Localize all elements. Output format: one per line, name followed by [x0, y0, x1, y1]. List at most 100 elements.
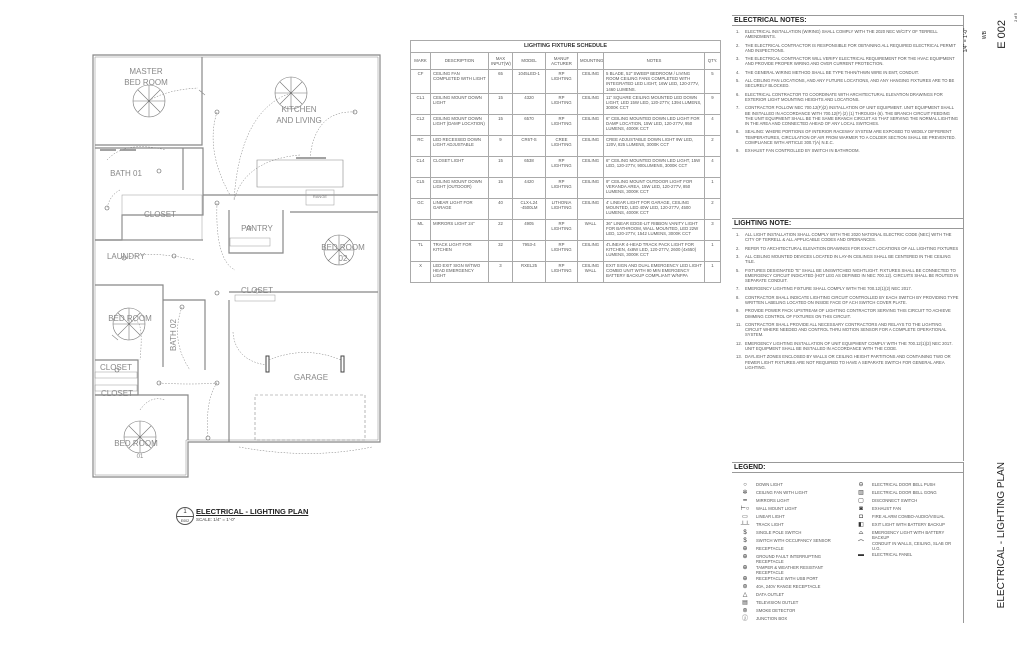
note-text: THE ELECTRICAL CONTRACTOR WILL VERIFY EL…	[745, 56, 955, 67]
schedule-cell-qty: 5	[704, 69, 721, 94]
schedule-cell-max: 15	[488, 113, 513, 136]
legend-item: ▥ELECTRICAL DOOR BELL GONG	[850, 490, 960, 499]
legend-item: ▭LINEAR LIGHT	[734, 514, 848, 523]
schedule-cell-manuf: RP LIGHTING	[545, 260, 578, 283]
room-label-closet: CLOSET	[144, 210, 176, 219]
schedule-cell-max: 15	[488, 92, 513, 115]
note-text: REFER TO ARCHITECTURAL ELEVATION DRAWING…	[745, 245, 959, 251]
room-label-kitchen: KITCHEN	[281, 105, 316, 114]
room-label-garage: GARAGE	[294, 373, 328, 382]
title-block-sheet-number: E 002	[996, 20, 1008, 49]
schedule-cell-desc: LED RECESSED DOWN LIGHT ADJUSTABLE	[430, 134, 489, 157]
room-label-bedroom-02-num: 02	[339, 254, 348, 263]
schedule-cell-mark: CL2	[410, 113, 431, 136]
note-item: 3.THE ELECTRICAL CONTRACTOR WILL VERIFY …	[736, 56, 959, 66]
down-light-icon	[156, 168, 162, 174]
legend-item: △DATA OUTLET	[734, 592, 848, 601]
schedule-cell-max: 65	[488, 69, 513, 94]
data-outlet-icon: △	[742, 592, 748, 598]
linear-light-icon: ▭	[742, 514, 748, 520]
fixtures	[100, 149, 345, 373]
schedule-column-header: MANUF ACTURER	[545, 52, 578, 70]
title-block-scale: 1/4" = 1'-0"	[963, 28, 969, 53]
schedule-cell-max: 22	[488, 218, 513, 241]
note-number: 1.	[736, 29, 740, 34]
schedule-cell-mark: TL	[410, 239, 431, 262]
schedule-cell-notes: 11" SQUARE CEILING MOUNTED LED DOWN LIGH…	[603, 92, 705, 115]
room-label-bedroom-01-num: 01	[137, 454, 144, 460]
schedule-cell-qty: 4	[704, 113, 721, 136]
legend-item-label: DOWN LIGHT	[756, 482, 783, 487]
detail-sheet: E002	[177, 516, 193, 525]
note-text: EMERGENCY LIGHTING INSTALLATION OF UNIT …	[745, 340, 953, 351]
legend-item-label: TAMPER & WEATHER RESISTANT RECEPTACLE	[756, 565, 824, 575]
legend-item-label: SMOKE DETECTOR	[756, 608, 796, 613]
tv-outlet-icon: ▤	[742, 600, 748, 606]
title-block-sheet-title: ELECTRICAL - LIGHTING PLAN	[996, 462, 1007, 609]
note-item: 1.ALL LIGHT INSTALLATION SHALL COMPLY WI…	[736, 232, 959, 242]
note-text: CONTRACTOR SHALL INDICATE LIGHTING CIRCU…	[745, 294, 959, 305]
note-number: 9.	[736, 148, 740, 154]
schedule-column-header: MOUNTING	[577, 52, 604, 70]
schedule-cell-notes: 6" CEILING MOUNTED DOWN LED LIGHT FOR DA…	[603, 113, 705, 136]
room-label-bedroom-02: BED ROOM	[321, 243, 365, 252]
legend-item: $SWITCH WITH OCCUPANCY SENSOR	[734, 538, 848, 547]
legend-item-label: RECEPTACLE WITH USB PORT	[756, 576, 818, 581]
ceiling-fans	[112, 76, 355, 454]
legend-item-label: EXHAUST FAN	[872, 506, 902, 511]
note-item: 12.EMERGENCY LIGHTING INSTALLATION OF UN…	[736, 341, 959, 351]
legend-item-label: ELECTRICAL DOOR BELL GONG	[872, 490, 937, 495]
legend-item-label: EXIT LIGHT WITH BATTERY BACKUP	[872, 522, 945, 527]
legend-item: ⌓EMERGENCY LIGHT WITH BATTERY BACKUP	[850, 530, 960, 542]
electrical-notes-title: ELECTRICAL NOTES:	[732, 16, 963, 26]
note-text: ALL LIGHT INSTALLATION SHALL COMPLY WITH…	[745, 232, 952, 243]
note-item: 2.REFER TO ARCHITECTURAL ELEVATION DRAWI…	[736, 246, 959, 251]
legend-item: $SINGLE POLE SWITCH	[734, 530, 848, 539]
room-label-bedroom: BED ROOM	[108, 314, 152, 323]
room-label-master-bedroom-line2: BED ROOM	[124, 78, 168, 87]
legend-item-label: ELECTRICAL DOOR BELL PUSH	[872, 482, 936, 487]
room-label-bath-02: BATH 02	[169, 319, 178, 351]
exit-light-icon: ◧	[858, 522, 864, 528]
schedule-cell-mark: CF	[410, 69, 431, 94]
schedule-cell-max: 15	[488, 155, 513, 178]
legend-item: ┴┴TRACK LIGHT	[734, 522, 848, 531]
schedule-cell-mount: CEILING	[577, 155, 604, 178]
room-label-kitchen-line2: AND LIVING	[276, 116, 321, 125]
lighting-notes-title: LIGHTING NOTE:	[732, 219, 963, 229]
note-item: 7.CONTRACTOR FOLLOW NEC 700.12(F)(2) INS…	[736, 105, 959, 126]
schedule-cell-manuf: LITHONIA LIGHTING	[545, 197, 578, 220]
legend-item-label: TELEVISION OUTLET	[756, 600, 799, 605]
schedule-cell-mark: CL1	[410, 92, 431, 115]
wall-mount-light-icon: ⊢○	[740, 506, 750, 512]
legend-panel: LEGEND: ○DOWN LIGHT✲CEILING FAN WITH LIG…	[732, 462, 964, 623]
room-labels: MASTER BED ROOM KITCHEN AND LIVING BATH …	[100, 67, 365, 460]
note-item: 5.FIXTURES DESIGNATED "E" SHALL BE UNSWI…	[736, 268, 959, 284]
title-block-drawn-by: WB	[982, 31, 988, 40]
note-text: DAYLIGHT ZONES ENCLOSED BY WALLS OR CEIL…	[745, 354, 951, 370]
note-number: 2.	[736, 42, 740, 48]
legend-item: ⊕RECEPTACLE	[734, 546, 848, 555]
lighting-notes-list: 1.ALL LIGHT INSTALLATION SHALL COMPLY WI…	[732, 232, 963, 370]
note-number: 8.	[736, 129, 740, 135]
walls	[92, 54, 381, 478]
schedule-cell-model: 1045LED-1	[512, 69, 546, 94]
legend-item-label: RECEPTACLE	[756, 546, 784, 551]
schedule-cell-model: 6538	[512, 155, 546, 178]
legend-item: ✲CEILING FAN WITH LIGHT	[734, 490, 848, 499]
legend-item-label: EMERGENCY LIGHT WITH BATTERY BACKUP	[872, 530, 945, 540]
schedule-cell-notes: 6" CEILING MOUNTED DOWN LED LIGHT, 15W L…	[603, 155, 705, 178]
schedule-cell-manuf: RP LIGHTING	[545, 92, 578, 115]
legend-item-label: ELECTRICAL PANEL	[872, 552, 913, 557]
drawing-scale: SCALE: 1/4" = 1'-0"	[196, 517, 236, 522]
ceiling-fan-icon: ✲	[742, 490, 748, 496]
schedule-cell-manuf: RP LIGHTING	[545, 155, 578, 178]
schedule-cell-model: 4905	[512, 218, 546, 241]
note-item: 5.ALL CEILING FAN LOCATIONS, AND ANY FUT…	[736, 78, 959, 88]
schedule-cell-mount: CEILING	[577, 113, 604, 136]
